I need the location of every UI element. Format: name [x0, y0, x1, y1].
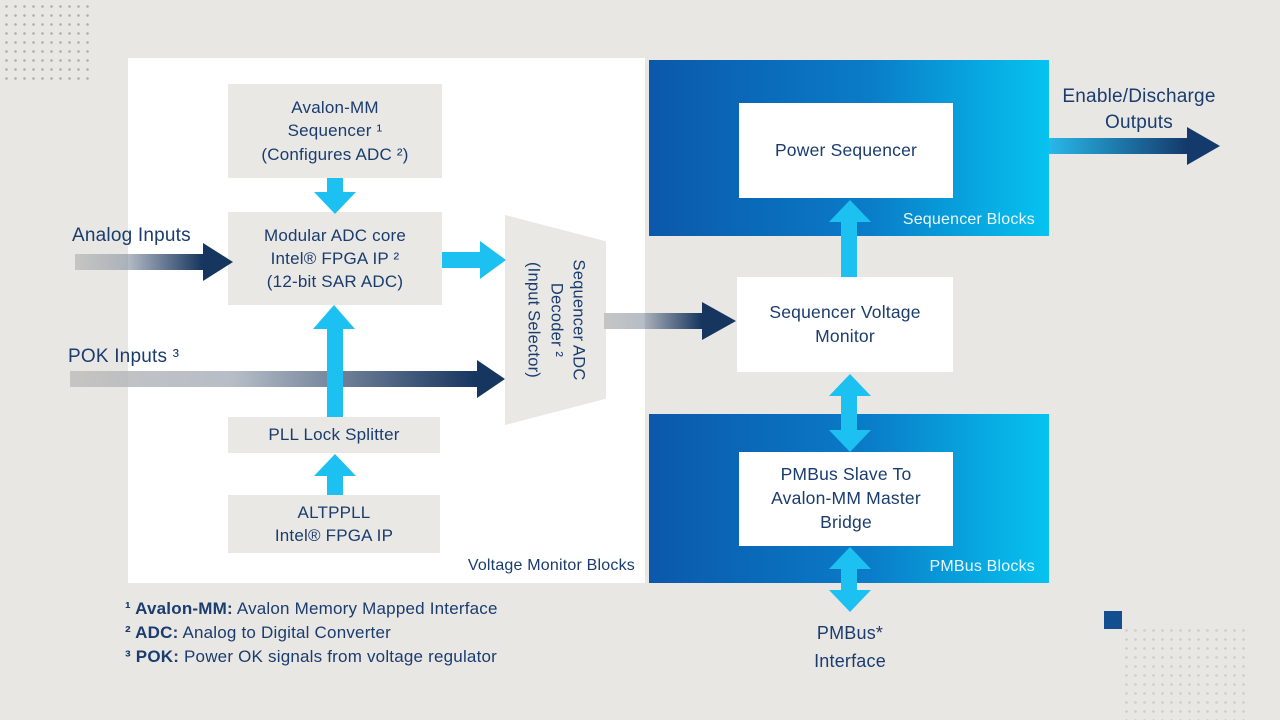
footnote-adc: ² ADC: Analog to Digital Converter	[125, 621, 498, 645]
voltage-monitor-blocks-label: Voltage Monitor Blocks	[467, 557, 635, 574]
altpll-to-pll-arrow-shaft	[327, 474, 343, 495]
box-line: (Configures ADC ²)	[261, 144, 409, 164]
decoder-to-monitor-arrow-shaft	[604, 313, 702, 329]
box-line: Avalon-MM Master	[771, 488, 921, 509]
box-line: Bridge	[820, 511, 872, 532]
pmbus-bridge-box: PMBus Slave To Avalon-MM Master Bridge	[739, 452, 953, 546]
power-sequencer-box: Power Sequencer	[739, 103, 953, 198]
footnote-pok: ³ POK: Power OK signals from voltage reg…	[125, 645, 498, 669]
monitor-to-powerseq-arrow-head	[829, 200, 871, 222]
pmbus-interface-label: PMBus* Interface	[790, 620, 910, 676]
box-line: Avalon-MM	[291, 98, 379, 118]
sequencer-voltage-monitor-box: Sequencer Voltage Monitor	[737, 277, 953, 372]
box-line: PLL Lock Splitter	[268, 425, 400, 445]
bridge-pmbus-arrow-up-head	[829, 547, 871, 569]
avalon-to-modular-arrow-shaft	[327, 178, 343, 194]
box-line: Monitor	[815, 325, 875, 346]
box-line: Sequencer Voltage	[769, 301, 921, 322]
monitor-to-powerseq-arrow-shaft	[841, 220, 857, 277]
enable-outputs-arrow-head	[1187, 127, 1220, 165]
box-line: PMBus Slave To	[780, 464, 912, 485]
box-line: ALTPPLL	[297, 502, 371, 522]
avalon-to-modular-arrow-head	[314, 192, 356, 214]
footnote-avalon: ¹ Avalon-MM: Avalon Memory Mapped Interf…	[125, 597, 498, 621]
monitor-bridge-arrow-down-head	[829, 430, 871, 452]
sequencer-adc-decoder-trapezoid: Sequencer ADC Decoder ² (Input Selector)	[505, 215, 606, 425]
altpll-to-pll-arrow-head	[314, 454, 356, 476]
box-line: Modular ADC core	[263, 225, 407, 245]
box-line: (Input Selector)	[524, 261, 543, 378]
avalon-mm-sequencer-box: Avalon-MM Sequencer ¹ (Configures ADC ²)	[228, 84, 442, 178]
altpll-box: ALTPPLL Intel® FPGA IP	[228, 495, 440, 553]
dot-grid-bottom-right	[1122, 626, 1249, 720]
box-line: Intel® FPGA IP	[274, 526, 394, 545]
pok-inputs-label: POK Inputs ³	[68, 346, 180, 367]
bridge-pmbus-arrow-shaft	[841, 567, 857, 591]
pmbus-blocks-label: PMBus Blocks	[929, 558, 1035, 575]
decoder-rotated-text: Sequencer ADC Decoder ² (Input Selector)	[522, 223, 589, 418]
footnote-term: ³ POK:	[125, 647, 180, 666]
footnote-term: ¹ Avalon-MM:	[125, 599, 233, 618]
pok-inputs-arrow-head	[477, 360, 505, 398]
sequencer-blocks-label: Sequencer Blocks	[902, 211, 1035, 228]
footnote-desc: Avalon Memory Mapped Interface	[232, 599, 498, 618]
box-line: Sequencer ¹	[287, 121, 383, 141]
footnote-term: ² ADC:	[125, 623, 179, 642]
modular-to-decoder-arrow-head	[480, 241, 506, 279]
bridge-pmbus-arrow-down-head	[829, 590, 871, 612]
box-line: (12-bit SAR ADC)	[266, 272, 404, 292]
box-line: Sequencer ADC	[568, 259, 587, 381]
pll-lock-splitter-box: PLL Lock Splitter	[228, 417, 440, 453]
enable-outputs-arrow-shaft	[1049, 138, 1187, 154]
box-line: Decoder ²	[546, 282, 565, 358]
enable-discharge-outputs-label: Enable/Discharge Outputs	[1050, 84, 1228, 135]
monitor-bridge-arrow-shaft	[841, 394, 857, 431]
label-line: PMBus*	[816, 623, 884, 643]
box-line: Intel® FPGA IP ²	[270, 248, 400, 268]
modular-adc-core-box: Modular ADC core Intel® FPGA IP ² (12-bi…	[228, 212, 442, 305]
analog-inputs-arrow-head	[203, 243, 233, 281]
box-line: Power Sequencer	[774, 139, 918, 160]
label-line: Outputs	[1105, 111, 1173, 133]
pok-inputs-arrow-shaft	[70, 371, 477, 387]
analog-inputs-label: Analog Inputs	[72, 225, 191, 246]
dot-grid-top-left	[2, 2, 92, 86]
pll-to-modular-arrow-head	[313, 305, 355, 329]
footnote-desc: Analog to Digital Converter	[178, 623, 391, 642]
monitor-bridge-arrow-up-head	[829, 374, 871, 396]
footnotes: ¹ Avalon-MM: Avalon Memory Mapped Interf…	[125, 597, 498, 669]
analog-inputs-arrow-shaft	[75, 254, 203, 270]
modular-to-decoder-arrow-shaft	[442, 252, 482, 268]
accent-square	[1104, 611, 1122, 629]
label-line: Interface	[814, 650, 886, 671]
footnote-desc: Power OK signals from voltage regulator	[179, 647, 498, 666]
pll-to-modular-arrow-shaft	[327, 328, 343, 417]
decoder-to-monitor-arrow-head	[702, 302, 736, 340]
label-line: Enable/Discharge	[1062, 86, 1216, 107]
